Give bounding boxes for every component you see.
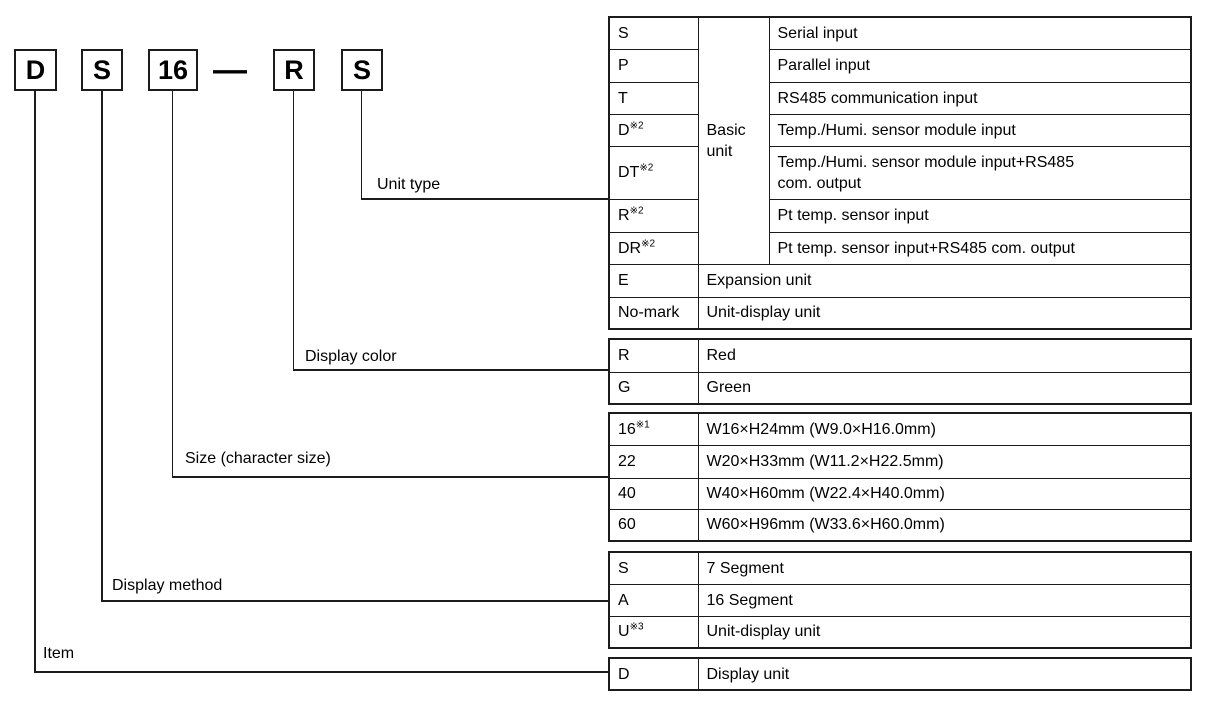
code-cell: DT※2 [608, 145, 699, 200]
code-cell: T [608, 81, 699, 115]
connector-display-method-horizontal [101, 600, 608, 602]
connector-size-vertical [171, 91, 173, 477]
code-cell: DR※2 [608, 231, 699, 265]
code-cell: R [608, 338, 699, 373]
unit-type-table: S Basic unit Serial input P Parallel inp… [608, 16, 1192, 330]
code-cell: E [608, 263, 699, 298]
display-method-label: Display method [112, 577, 223, 594]
code-cell: No-mark [608, 296, 699, 330]
unit-type-label: Unit type [377, 176, 441, 193]
desc-cell: Red [697, 338, 1192, 373]
desc-cell: W40×H60mm (W22.4×H40.0mm) [697, 477, 1192, 510]
desc-cell: Pt temp. sensor input [768, 198, 1192, 233]
table-row: 40 W40×H60mm (W22.4×H40.0mm) [608, 477, 1192, 510]
connector-display-color-horizontal [292, 369, 608, 371]
desc-cell: Temp./Humi. sensor module input [768, 113, 1192, 147]
code-box-display-color: R [273, 49, 315, 91]
code-cell: D [608, 657, 699, 691]
code-cell: 16※1 [608, 412, 699, 446]
table-row: 60 W60×H96mm (W33.6×H60.0mm) [608, 508, 1192, 542]
code-box-size: 16 [148, 49, 198, 91]
desc-cell: Display unit [697, 657, 1192, 691]
desc-cell: Pt temp. sensor input+RS485 com. output [768, 231, 1192, 265]
code-cell: 22 [608, 444, 699, 479]
connector-item-vertical [34, 91, 36, 672]
code-cell: 60 [608, 508, 699, 542]
code-cell: S [608, 551, 699, 585]
desc-cell: Unit-display unit [697, 296, 1192, 330]
connector-display-method-vertical [101, 91, 103, 601]
code-box-unit-type: S [341, 49, 383, 91]
code-box-display-method: S [81, 49, 123, 91]
table-row: D Display unit [608, 657, 1192, 691]
display-method-table: S 7 Segment A 16 Segment U※3 Unit-displa… [608, 551, 1192, 649]
desc-cell: Serial input [768, 16, 1192, 50]
desc-cell: Expansion unit [697, 263, 1192, 298]
code-cell: R※2 [608, 198, 699, 233]
desc-cell: Parallel input [768, 48, 1192, 83]
connector-display-color-vertical [292, 91, 294, 370]
connector-size-horizontal [171, 476, 608, 478]
desc-cell: Green [697, 371, 1192, 405]
desc-cell: 16 Segment [697, 583, 1192, 617]
desc-cell: RS485 communication input [768, 81, 1192, 115]
table-row: DR※2 Pt temp. sensor input+RS485 com. ou… [608, 231, 1192, 265]
table-row: 22 W20×H33mm (W11.2×H22.5mm) [608, 444, 1192, 479]
table-row: E Expansion unit [608, 263, 1192, 298]
group-cell-basic-unit: Basic unit [697, 16, 770, 265]
connector-unit-type-horizontal [360, 198, 608, 200]
item-label: Item [43, 645, 75, 662]
connector-unit-type-vertical [360, 91, 362, 199]
table-row: G Green [608, 371, 1192, 405]
table-row: P Parallel input [608, 48, 1192, 83]
code-box-item: D [14, 49, 57, 91]
size-label: Size (character size) [185, 450, 331, 467]
table-row: T RS485 communication input [608, 81, 1192, 115]
table-row: S 7 Segment [608, 551, 1192, 585]
code-cell: U※3 [608, 615, 699, 649]
desc-cell: W60×H96mm (W33.6×H60.0mm) [697, 508, 1192, 542]
table-row: R Red [608, 338, 1192, 373]
code-separator-dash: — [213, 51, 247, 89]
table-row: 16※1 W16×H24mm (W9.0×H16.0mm) [608, 412, 1192, 446]
table-row: A 16 Segment [608, 583, 1192, 617]
table-row: S Basic unit Serial input [608, 16, 1192, 265]
connector-item-horizontal [34, 671, 608, 673]
table-row: U※3 Unit-display unit [608, 615, 1192, 649]
code-cell: G [608, 371, 699, 405]
table-row: DT※2 Temp./Humi. sensor module input+RS4… [608, 145, 1192, 200]
desc-cell: W20×H33mm (W11.2×H22.5mm) [697, 444, 1192, 479]
item-table: D Display unit [608, 657, 1192, 691]
size-table: 16※1 W16×H24mm (W9.0×H16.0mm) 22 W20×H33… [608, 412, 1192, 542]
display-color-label: Display color [305, 348, 397, 365]
code-cell: A [608, 583, 699, 617]
display-color-table: R Red G Green [608, 338, 1192, 405]
code-cell: S [608, 16, 699, 50]
desc-cell: Unit-display unit [697, 615, 1192, 649]
table-row: D※2 Temp./Humi. sensor module input [608, 113, 1192, 147]
code-cell: D※2 [608, 113, 699, 147]
code-cell: P [608, 48, 699, 83]
code-cell: 40 [608, 477, 699, 510]
table-row: No-mark Unit-display unit [608, 296, 1192, 330]
desc-cell: W16×H24mm (W9.0×H16.0mm) [697, 412, 1192, 446]
table-row: R※2 Pt temp. sensor input [608, 198, 1192, 233]
desc-cell: 7 Segment [697, 551, 1192, 585]
